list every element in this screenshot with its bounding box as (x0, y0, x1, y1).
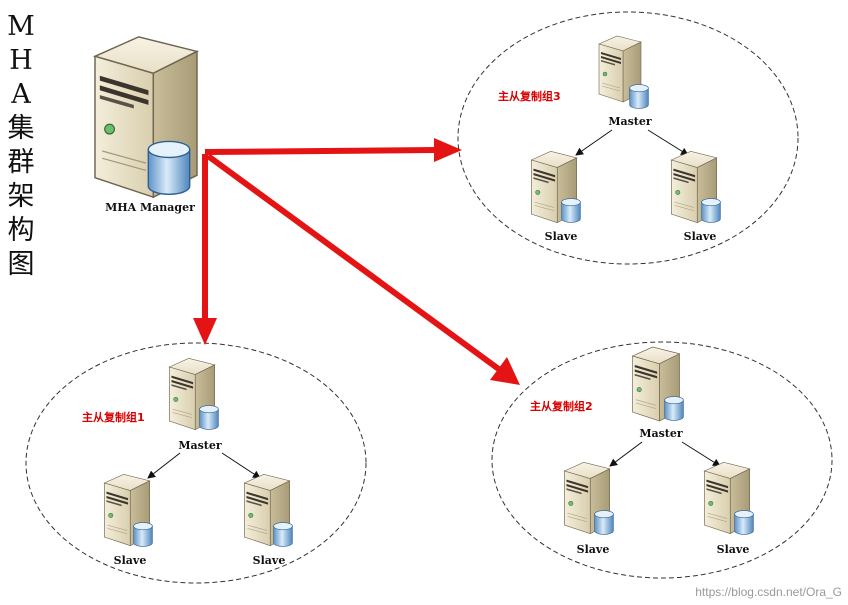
slave-server-icon (563, 461, 614, 535)
slave-label: Slave (684, 230, 717, 243)
master-server-icon (632, 346, 684, 422)
slave-server-icon (243, 473, 293, 547)
master-label: Master (608, 115, 652, 128)
title-char: A (11, 79, 31, 110)
slave-server-icon (703, 461, 754, 535)
group-boundary-3 (457, 11, 799, 265)
group-label: 主从复制组2 (530, 399, 593, 413)
title-char: H (9, 45, 33, 76)
slave-label: Slave (253, 554, 286, 567)
vertical-title: M H A 集 群 架 构 图 (4, 10, 38, 282)
master-label: Master (639, 427, 683, 440)
replication-group-1: 主从复制组1 Master Slave Slave (82, 357, 293, 567)
slave-label: Slave (114, 554, 147, 567)
watermark: https://blog.csdn.net/Ora_G (695, 585, 842, 599)
group-label: 主从复制组3 (498, 89, 561, 103)
slave-label: Slave (717, 543, 750, 556)
mha-manager-server-icon (94, 36, 198, 198)
arrowhead-icon (193, 318, 217, 345)
title-char: 构 (7, 215, 35, 246)
arrowhead-icon (490, 357, 520, 385)
arrowhead-icon (434, 138, 462, 162)
master-label: Master (178, 439, 222, 452)
title-char: 图 (7, 249, 35, 280)
slave-label: Slave (577, 543, 610, 556)
title-char: 集 (7, 113, 35, 144)
slave-server-icon (670, 151, 721, 223)
title-char: M (7, 11, 35, 42)
slave-server-icon (530, 151, 581, 223)
title-char: 群 (7, 147, 35, 178)
group-boundary-2 (491, 341, 833, 579)
replication-group-2: 主从复制组2 Master Slave Slave (530, 346, 754, 556)
master-server-icon (168, 357, 219, 431)
slave-server-icon (103, 473, 153, 547)
title-char: 架 (7, 181, 35, 212)
group-boundary-1 (25, 342, 367, 584)
slave-label: Slave (545, 230, 578, 243)
group-label: 主从复制组1 (82, 410, 145, 424)
master-server-icon (598, 35, 649, 109)
replication-group-3: 主从复制组3 Master Slave Slave (498, 35, 721, 243)
red-arrows (193, 138, 520, 385)
manager-label: MHA Manager (105, 201, 195, 214)
